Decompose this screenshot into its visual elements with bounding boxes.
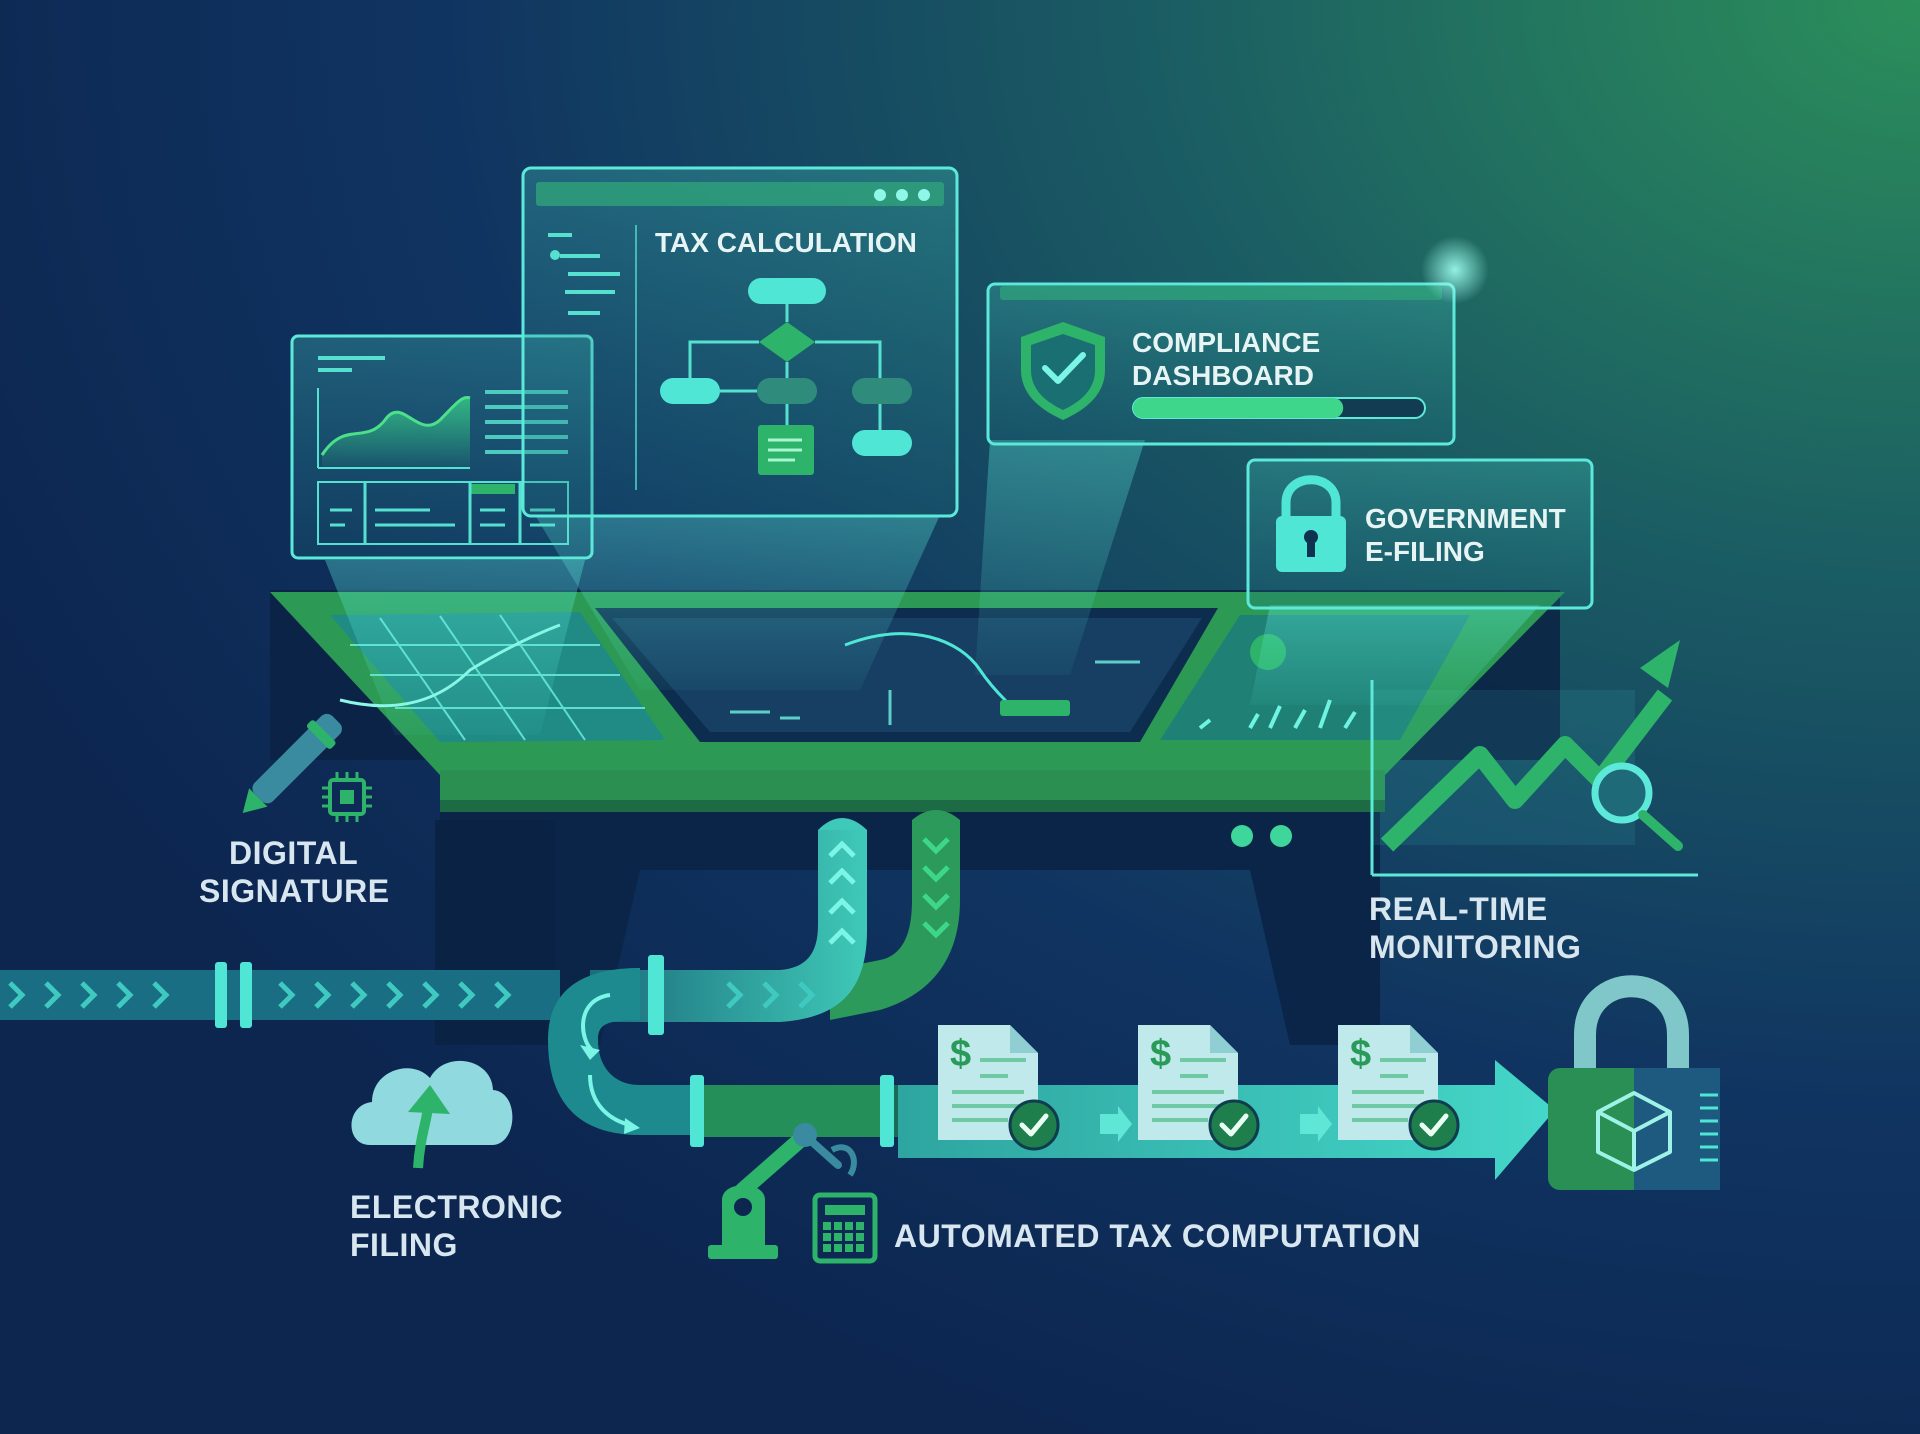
calculator-key: [823, 1222, 831, 1230]
compliance-dashboard-title: COMPLIANCE DASHBOARD: [1132, 326, 1320, 392]
magnifier-icon: [1591, 762, 1683, 851]
digital-signature-line: SIGNATURE: [199, 873, 390, 909]
area-chart: [322, 397, 470, 468]
digital-signature-label: DIGITAL SIGNATURE: [199, 834, 390, 910]
calculator-icon: [812, 1192, 878, 1264]
efiling-title-line: E-FILING: [1365, 536, 1485, 567]
flow-chevrons: [8, 837, 1332, 1142]
flowchart: [660, 278, 912, 475]
calculator-key: [856, 1244, 864, 1252]
chevron-up-icon: [828, 897, 856, 915]
chevron-right-icon: [458, 981, 476, 1009]
electronic-filing-label: ELECTRONIC FILING: [350, 1188, 563, 1264]
dollar-sign-icon: $: [950, 1033, 971, 1075]
automated-tax-computation-label: AUTOMATED TAX COMPUTATION: [894, 1218, 1421, 1254]
calculator-key: [834, 1233, 842, 1241]
calculator-key: [856, 1233, 864, 1241]
digital-signature-line: DIGITAL: [229, 835, 359, 871]
chevron-right-icon: [386, 981, 404, 1009]
chevron-down-icon: [922, 893, 950, 911]
chevron-right-icon: [762, 981, 780, 1009]
robot-arm-icon: [708, 1123, 857, 1259]
status-dot: [1270, 825, 1292, 847]
compliance-progress-fill: [1133, 398, 1344, 418]
chevron-up-icon: [828, 867, 856, 885]
chevron-up-icon: [828, 840, 856, 858]
tax-calculation-panel: [521, 166, 959, 518]
chevron-right-icon: [422, 981, 440, 1009]
calculator-key: [845, 1222, 853, 1230]
chevron-right-icon: [152, 981, 170, 1009]
chip-icon: [322, 772, 372, 822]
pen-icon: [242, 713, 342, 814]
monitoring-line: REAL-TIME: [1369, 891, 1548, 927]
shield-check-icon: [1021, 322, 1105, 420]
tax-documents: $ $ $: [938, 1025, 1460, 1151]
cloud-upload-icon: [351, 1060, 513, 1169]
chevron-right-icon: [44, 981, 62, 1009]
calculator-key: [845, 1244, 853, 1252]
chevron-right-icon: [314, 981, 332, 1009]
checkmark-icon: [1408, 1099, 1460, 1151]
electronic-filing-line: ELECTRONIC: [350, 1189, 563, 1225]
arrow-right-icon: [1300, 1106, 1332, 1142]
monitoring-chart: [1370, 640, 1698, 877]
checkmark-icon: [1208, 1099, 1260, 1151]
chevron-right-icon: [494, 981, 512, 1009]
calculator-key: [834, 1244, 842, 1252]
chevron-right-icon: [116, 981, 134, 1009]
checkmark-icon: [1008, 1099, 1060, 1151]
chevron-right-icon: [80, 981, 98, 1009]
calculator-key: [834, 1222, 842, 1230]
chevron-up-icon: [828, 927, 856, 945]
tax-calculation-title: TAX CALCULATION: [655, 227, 917, 258]
padlock-icon: [1276, 475, 1346, 572]
dollar-document-icon: $: [938, 1025, 1060, 1151]
status-dot: [1231, 825, 1253, 847]
efiling-title-line: GOVERNMENT: [1365, 503, 1566, 534]
electronic-filing-line: FILING: [350, 1227, 458, 1263]
digital-signature-icons: [242, 713, 372, 822]
projection-beams: [325, 440, 1540, 735]
government-efiling-panel: [1246, 458, 1594, 610]
calculator-key: [856, 1222, 864, 1230]
calculator-key: [823, 1244, 831, 1252]
dollar-sign-icon: $: [1350, 1033, 1371, 1075]
dollar-document-icon: $: [1138, 1025, 1260, 1151]
monitoring-line: MONITORING: [1369, 929, 1582, 965]
chevron-down-icon: [922, 865, 950, 883]
chevron-down-icon: [922, 921, 950, 939]
dollar-document-icon: $: [1338, 1025, 1460, 1151]
secure-vault-icon: [1548, 975, 1720, 1190]
compliance-title-line: COMPLIANCE: [1132, 327, 1321, 358]
analytics-panel: [290, 334, 594, 560]
real-time-monitoring-label: REAL-TIME MONITORING: [1369, 890, 1581, 966]
government-efiling-title: GOVERNMENT E-FILING: [1365, 502, 1566, 568]
chevron-right-icon: [798, 981, 816, 1009]
glow-spark: [1421, 236, 1489, 304]
compliance-dashboard-panel: [986, 236, 1489, 446]
chevron-right-icon: [726, 981, 744, 1009]
chevron-down-icon: [922, 837, 950, 855]
dollar-sign-icon: $: [1150, 1033, 1171, 1075]
chevron-right-icon: [278, 981, 296, 1009]
chevron-right-icon: [350, 981, 368, 1009]
incoming-pipe: [0, 970, 560, 1020]
calculator-key: [823, 1233, 831, 1241]
compliance-title-line: DASHBOARD: [1132, 360, 1314, 391]
arrow-right-icon: [1100, 1106, 1132, 1142]
calculator-key: [845, 1233, 853, 1241]
chevron-right-icon: [8, 981, 26, 1009]
